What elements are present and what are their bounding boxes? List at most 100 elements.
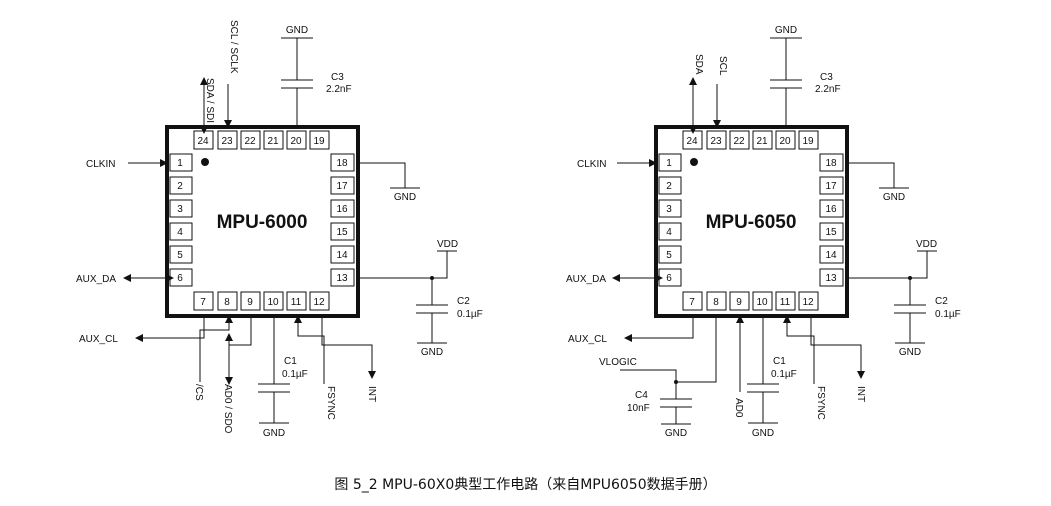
pin-label: 17: [825, 181, 837, 192]
pin-label: 3: [177, 204, 183, 215]
aux-da-label: AUX_DA: [566, 274, 606, 285]
right-right-pins: 18 17 16 15 14 13: [819, 153, 844, 287]
c1-label: C1: [284, 356, 297, 367]
right-side-pins: 18 17 16 15 14 13: [330, 153, 355, 287]
pin-label: 5: [177, 250, 183, 261]
pin-label: 18: [825, 158, 837, 169]
vdd-label: VDD: [437, 239, 458, 250]
pin-label: 8: [713, 297, 719, 308]
gnd-right-label: GND: [883, 192, 905, 203]
pin-label: 1: [177, 158, 183, 169]
pin-label: 12: [313, 297, 325, 308]
pin-label: 11: [291, 297, 302, 308]
c2-label: C2: [457, 296, 470, 307]
c1-value: 0.1µF: [771, 369, 797, 380]
c1-value: 0.1µF: [282, 369, 308, 380]
pin-label: 24: [686, 136, 698, 147]
pin-label: 22: [244, 136, 256, 147]
pin-label: 1: [666, 158, 672, 169]
pin-label: 21: [267, 136, 279, 147]
gnd-c4-label: GND: [665, 428, 687, 439]
right-left-pins: 1 2 3 4 5 6: [658, 153, 682, 287]
vlogic-label: VLOGIC: [599, 357, 637, 368]
pin-label: 5: [666, 250, 672, 261]
pin-label: 10: [267, 297, 279, 308]
right-bottom-pins: 7 8 9 10 11 12: [682, 291, 819, 311]
pin-label: 3: [666, 204, 672, 215]
gnd-c1-label: GND: [263, 428, 285, 439]
c3-value: 2.2nF: [326, 84, 352, 95]
ad0-label: AD0: [733, 398, 744, 418]
left-pin1-dot: [201, 158, 209, 166]
fsync-label: FSYNC: [815, 386, 826, 420]
fsync-label: FSYNC: [325, 386, 336, 420]
pin-label: 7: [200, 297, 206, 308]
left-circuit: MPU-6000 24 23 22 21 20 19 1 2 3 4 5 6 1…: [76, 20, 483, 439]
scl-label: SCL / SCLK: [228, 20, 239, 74]
c3-value: 2.2nF: [815, 84, 841, 95]
gnd-c1-label: GND: [752, 428, 774, 439]
pin-label: 16: [336, 204, 348, 215]
aux-cl-label: AUX_CL: [79, 334, 118, 345]
pin-label: 14: [825, 250, 837, 261]
pin-label: 16: [825, 204, 837, 215]
int-label: INT: [366, 386, 377, 402]
c2-value: 0.1µF: [935, 309, 961, 320]
clkin-label: CLKIN: [577, 159, 606, 170]
clkin-label: CLKIN: [86, 159, 115, 170]
int-label: INT: [855, 386, 866, 402]
aux-cl-label: AUX_CL: [568, 334, 607, 345]
gnd-top-label: GND: [286, 25, 308, 36]
pin-label: 6: [666, 273, 672, 284]
figure-caption: 图 5_2 MPU-60X0典型工作电路（来自MPU6050数据手册）: [334, 477, 717, 493]
c4-value: 10nF: [627, 403, 650, 414]
pin-label: 24: [197, 136, 209, 147]
c2-value: 0.1µF: [457, 309, 483, 320]
vdd-label: VDD: [916, 239, 937, 250]
right-chip-label: MPU-6050: [706, 212, 797, 233]
pin-label: 22: [733, 136, 745, 147]
pin-label: 23: [710, 136, 722, 147]
pin-label: 2: [177, 181, 183, 192]
gnd-top-label: GND: [775, 25, 797, 36]
left-chip-label: MPU-6000: [217, 212, 308, 233]
gnd-right-label: GND: [394, 192, 416, 203]
pin-label: 7: [689, 297, 695, 308]
sda-label: SDA: [693, 54, 704, 75]
pin-label: 19: [802, 136, 814, 147]
pin-label: 11: [780, 297, 791, 308]
pin-label: 4: [177, 227, 183, 238]
c3-label: C3: [820, 72, 833, 83]
pin-label: 2: [666, 181, 672, 192]
ad0-label: AD0 / SDO: [222, 384, 233, 434]
gnd-c2-label: GND: [899, 347, 921, 358]
pin-label: 9: [247, 297, 253, 308]
pin-label: 19: [313, 136, 325, 147]
aux-da-label: AUX_DA: [76, 274, 116, 285]
pin-label: 4: [666, 227, 672, 238]
pin-label: 6: [177, 273, 183, 284]
right-circuit: MPU-6050 24 23 22 21 20 19 1 2 3 4 5 6 1…: [566, 25, 961, 439]
pin-label: 17: [336, 181, 348, 192]
sda-label: SDA / SDI: [204, 78, 215, 123]
pin-label: 20: [779, 136, 791, 147]
pin-label: 8: [224, 297, 230, 308]
pin-label: 20: [290, 136, 302, 147]
pin-label: 23: [221, 136, 233, 147]
c4-label: C4: [635, 390, 648, 401]
left-chip-body: [165, 125, 360, 318]
pin-label: 14: [336, 250, 348, 261]
scl-label: SCL: [717, 56, 728, 76]
pin-label: 15: [825, 227, 837, 238]
pin-label: 15: [336, 227, 348, 238]
pin-label: 9: [736, 297, 742, 308]
cs-label: /CS: [193, 384, 204, 401]
right-chip-body: [654, 125, 849, 318]
pin-label: 12: [802, 297, 814, 308]
schematic-figure: MPU-6000 24 23 22 21 20 19 1 2 3 4 5 6 1…: [76, 20, 961, 439]
c3-label: C3: [331, 72, 344, 83]
pin-label: 13: [336, 273, 348, 284]
pin-label: 18: [336, 158, 348, 169]
pin-label: 13: [825, 273, 837, 284]
c2-label: C2: [935, 296, 948, 307]
